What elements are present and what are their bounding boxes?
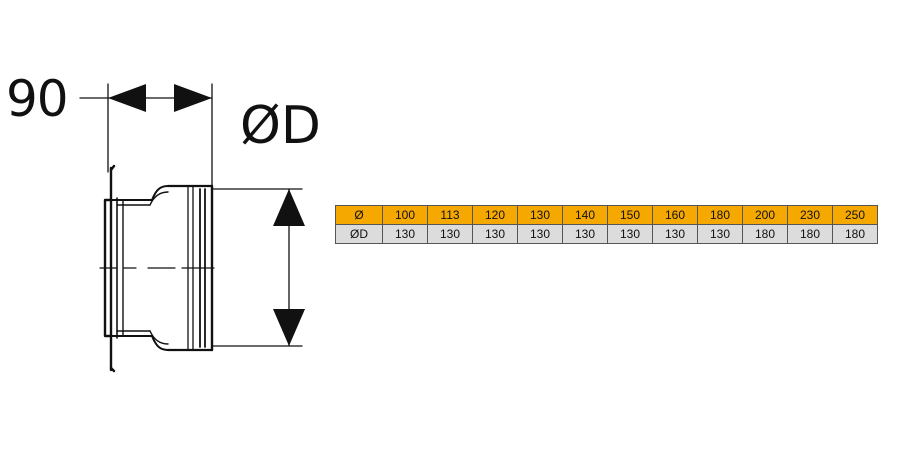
- outer-diameter-cell: 130: [427, 224, 473, 244]
- inner-diameter-cell: 113: [427, 205, 473, 225]
- outer-diameter-cell: 130: [472, 224, 518, 244]
- outer-diameter-cell: 130: [607, 224, 653, 244]
- inner-diameter-cell: 160: [652, 205, 698, 225]
- inner-diameter-cell: 120: [472, 205, 518, 225]
- outer-diameter-cell: 130: [382, 224, 428, 244]
- diameter-dimension-label: ØD: [240, 96, 321, 156]
- inner-diameter-cell: 100: [382, 205, 428, 225]
- outer-diameter-cell: 130: [697, 224, 743, 244]
- inner-diameter-cell: 180: [697, 205, 743, 225]
- inner-diameter-label: Ø: [335, 205, 383, 225]
- inner-diameter-cell: 150: [607, 205, 653, 225]
- outer-diameter-cell: 130: [562, 224, 608, 244]
- diameter-dimension: [211, 188, 305, 347]
- length-dimension-label: 90: [6, 70, 69, 128]
- outer-diameter-label: ØD: [335, 224, 383, 244]
- inner-diameter-cell: 130: [517, 205, 563, 225]
- inner-diameter-cell: 200: [742, 205, 788, 225]
- length-dimension: [79, 83, 213, 187]
- outer-diameter-cell: 180: [787, 224, 833, 244]
- outer-diameter-cell: 130: [652, 224, 698, 244]
- outer-diameter-cell: 180: [742, 224, 788, 244]
- inner-diameter-cell: 230: [787, 205, 833, 225]
- outer-diameter-cell: 130: [517, 224, 563, 244]
- outer-diameter-cell: 180: [832, 224, 878, 244]
- inner-diameter-cell: 250: [832, 205, 878, 225]
- inner-diameter-cell: 140: [562, 205, 608, 225]
